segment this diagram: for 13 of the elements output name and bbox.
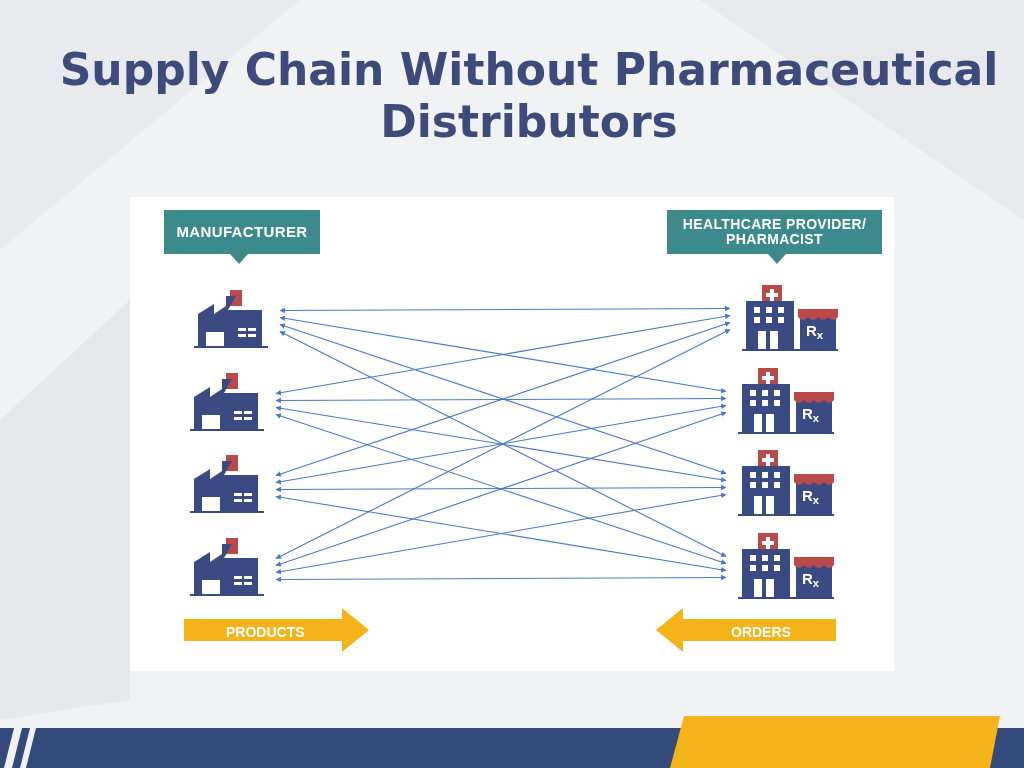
rx-symbol: R$_{x}$: [802, 571, 820, 586]
arrow: [279, 305, 731, 314]
arrow: [275, 395, 727, 404]
arrow-label: ORDERS: [731, 623, 791, 642]
callout-text: MANUFACTURER: [176, 221, 308, 242]
rx-symbol: R$_{x}$: [802, 406, 820, 421]
rx-symbol: R$_{x}$: [802, 488, 820, 503]
callout-text: HEALTHCARE PROVIDER/ PHARMACIST: [681, 217, 868, 247]
arrow: [275, 574, 727, 583]
arrow: [275, 484, 727, 493]
arrow-label: PRODUCTS: [226, 623, 305, 642]
rx-symbol: R$_{x}$: [806, 323, 824, 338]
title: Supply Chain Without Pharmaceutical Distributors: [58, 44, 1000, 148]
